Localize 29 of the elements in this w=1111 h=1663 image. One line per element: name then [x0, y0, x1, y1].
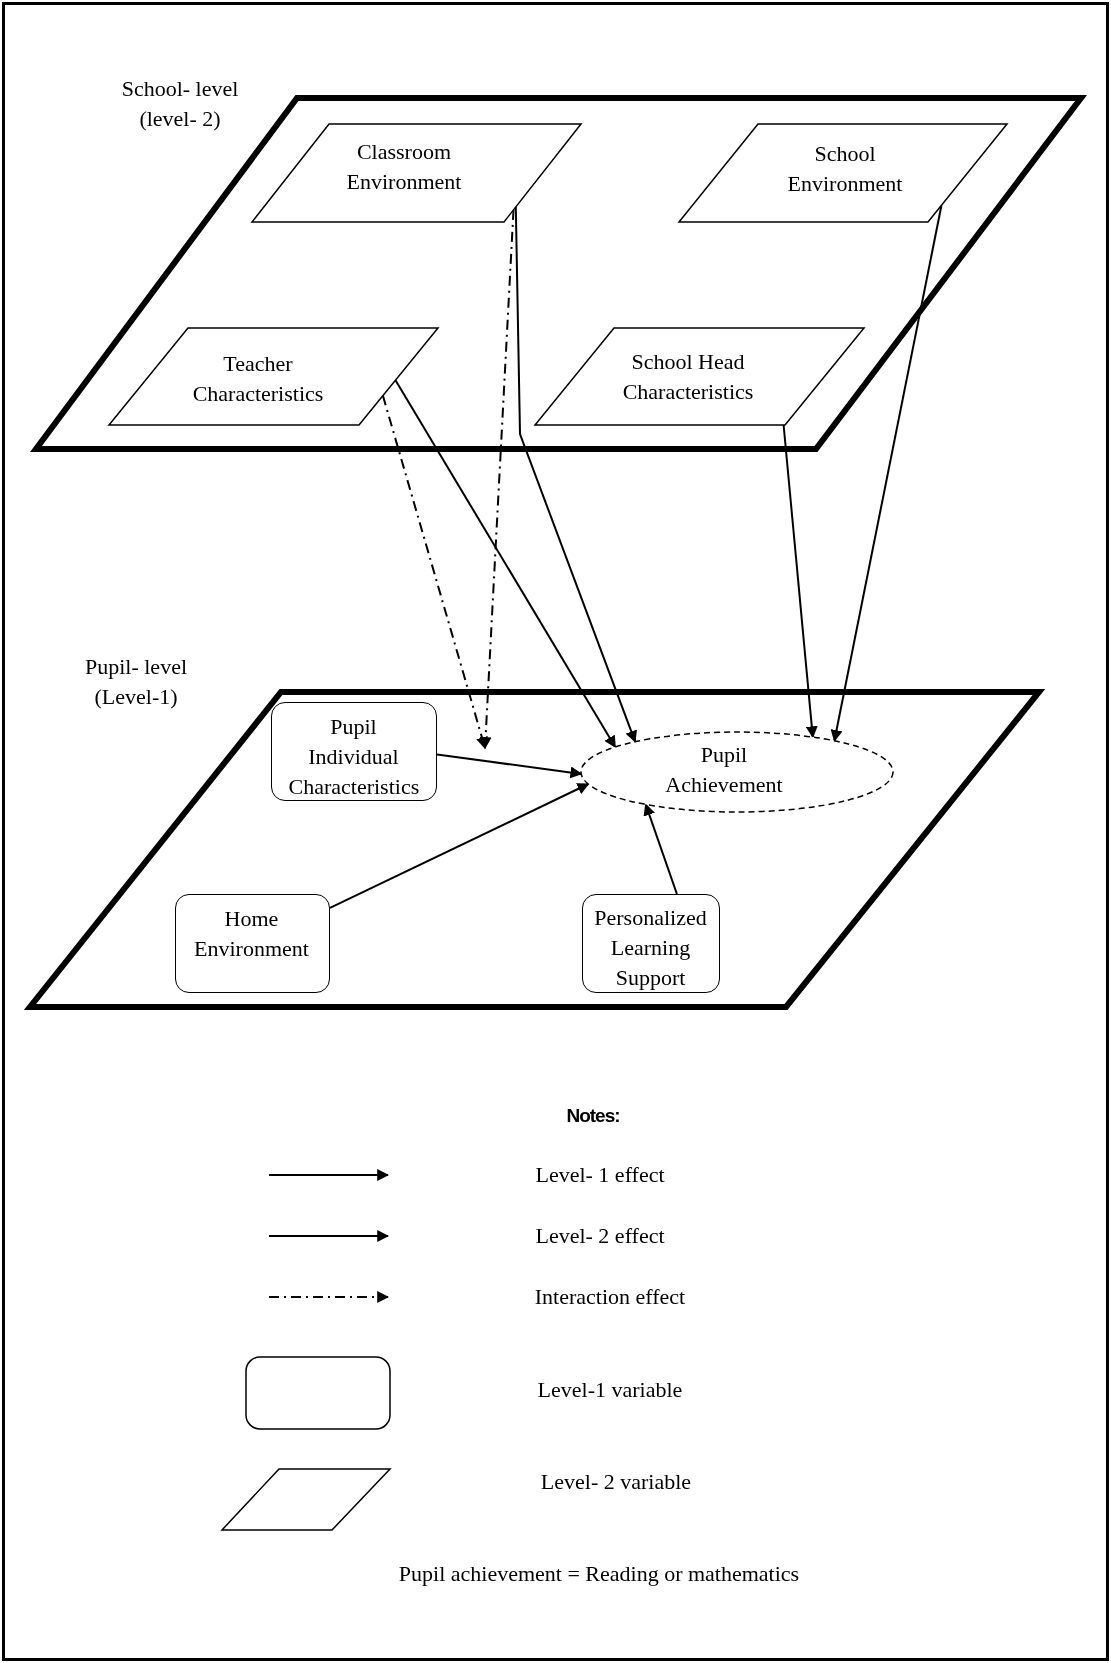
node-label: School Environment [786, 140, 904, 198]
legend-label: Level- 2 effect [535, 1223, 665, 1249]
arrow [643, 803, 678, 895]
node-label: Pupil Achievement [664, 741, 784, 799]
dash-dot-arrow [381, 394, 488, 750]
legend-label: Interaction effect [534, 1284, 686, 1310]
node-label: Personalized Learning Support [593, 903, 708, 992]
node-label: Home Environment [193, 904, 310, 963]
arrow [329, 783, 590, 909]
level-heading: School- level (level- 2) [120, 75, 240, 133]
rounded-box [271, 702, 437, 801]
level-heading: Pupil- level (Level-1) [83, 653, 188, 711]
rounded-box [175, 894, 330, 993]
node-label: School Head Characteristics [621, 348, 755, 406]
arrow [514, 206, 637, 743]
node-label: Pupil Individual Characteristics [288, 712, 419, 801]
node-label: Classroom Environment [345, 138, 463, 196]
legend-label: Level- 1 effect [535, 1162, 665, 1188]
dash-dot-arrow [479, 208, 515, 750]
legend-label: Level-1 variable [537, 1377, 683, 1403]
arrow [830, 204, 943, 742]
arrow [394, 379, 617, 749]
arrow [782, 424, 818, 739]
notes-heading: Notes: [566, 1105, 620, 1127]
legend-label: Level- 2 variable [540, 1469, 692, 1495]
rounded-box [582, 894, 720, 993]
note-text: Pupil achievement = Reading or mathematics [398, 1561, 800, 1587]
node-label: Teacher Characteristics [191, 350, 325, 408]
arrow [436, 753, 583, 779]
